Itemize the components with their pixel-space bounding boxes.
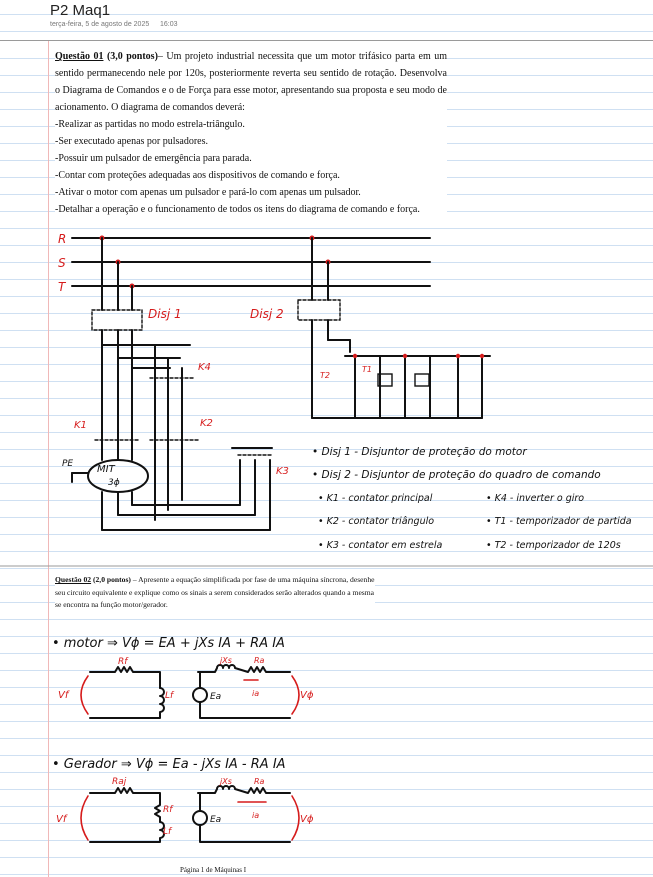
generator-equation: • Gerador ⇒ Vϕ = Ea - jXs IA - RA IA	[52, 757, 286, 772]
question1-item: -Ativar o motor com apenas um pulsador e…	[55, 187, 361, 198]
generator-circuit	[80, 785, 300, 843]
command-circuit	[297, 237, 491, 419]
legend: • Disj 1 - Disjuntor de proteção do moto…	[312, 446, 632, 551]
legend-item: • K2 - contator triângulo	[318, 516, 434, 527]
power-circuit	[71, 237, 273, 531]
question1-item: -Detalhar a operação e o funcionamento d…	[55, 204, 420, 215]
legend-item: • T2 - temporizador de 120s	[486, 540, 621, 551]
legend-item: • Disj 1 - Disjuntor de proteção do moto…	[312, 446, 527, 458]
k3-label: K3	[276, 466, 289, 477]
question2-label: Questão 02	[55, 575, 92, 584]
generator-vf-label: Vf	[56, 814, 68, 825]
timer-t1-label: T1	[362, 365, 372, 374]
motor-lf-label: Lf	[165, 691, 175, 701]
disj1-label: Disj 1	[148, 307, 182, 321]
page-title[interactable]: P2 Maq1	[50, 2, 111, 19]
question1-item: -Ser executado apenas por pulsadores.	[55, 136, 208, 147]
page-footer: Página 1 de Máquinas I	[180, 866, 247, 874]
generator-ra-label: Ra	[254, 777, 265, 786]
question2-text: – Apresente a equação simplificada por f…	[55, 575, 375, 609]
question1-item: -Contar com proteções adequadas aos disp…	[55, 170, 340, 181]
generator-ia-label: ia	[252, 811, 259, 820]
generator-jxs-label: jXs	[219, 777, 232, 786]
legend-item: • K3 - contator em estrela	[318, 540, 442, 551]
question1-points: (3,0 pontos)	[106, 51, 158, 62]
page-date: terça-feira, 5 de agosto de 2025	[50, 21, 150, 28]
phase-s-label: S	[58, 256, 66, 270]
generator-vphi-label: Vϕ	[300, 814, 314, 825]
legend-item: • K1 - contator principal	[318, 493, 433, 504]
question1-item: -Realizar as partidas no modo estrela-tr…	[55, 119, 245, 130]
question1-intro: Questão 01 (3,0 pontos)– Um projeto indu…	[55, 48, 447, 116]
disj2-label: Disj 2	[250, 307, 284, 321]
motor-label: MIT	[97, 464, 116, 475]
question1-text: – Um projeto industrial necessita que um…	[55, 51, 448, 113]
question1-block: Questão 01 (3,0 pontos)– Um projeto indu…	[55, 48, 447, 218]
motor-vf-label: Vf	[58, 690, 70, 701]
motor-vphi-label: Vϕ	[300, 690, 314, 701]
motor-equation: • motor ⇒ Vϕ = EA + jXs IA + RA IA	[52, 636, 285, 651]
generator-lf-label: Lf	[163, 827, 173, 837]
phase-r-label: R	[58, 232, 66, 246]
phase-t-label: T	[58, 280, 67, 294]
motor-jxs-label: jXs	[219, 656, 232, 665]
question2-block: Questão 02 (2,0 pontos) – Apresente a eq…	[55, 574, 375, 612]
question1-item: -Possuir um pulsador de emergência para …	[55, 153, 252, 164]
k1-label: K1	[74, 420, 87, 431]
phase-lines	[71, 235, 431, 289]
question1-label: Questão 01	[55, 51, 104, 62]
motor-ia-label: ia	[252, 689, 259, 698]
question2-points: (2,0 pontos)	[92, 575, 131, 584]
generator-rf-label: Rf	[163, 805, 174, 815]
generator-raj-label: Raj	[112, 777, 127, 787]
margin-line	[48, 40, 49, 877]
timer-t2-label: T2	[320, 371, 330, 380]
motor-rf-label: Rf	[118, 657, 129, 667]
motor-circuit	[80, 664, 300, 719]
legend-item: • T1 - temporizador de partida	[486, 516, 632, 527]
ground-label: PE	[62, 459, 73, 469]
title-divider	[0, 40, 653, 41]
generator-ea-label: Ea	[210, 815, 221, 825]
motor-sub-label: 3ϕ	[108, 478, 120, 488]
legend-item: • K4 - inverter o giro	[486, 493, 584, 504]
motor-ra-label: Ra	[254, 656, 265, 665]
k2-label: K2	[200, 418, 213, 429]
motor-ea-label: Ea	[210, 692, 221, 702]
legend-item: • Disj 2 - Disjuntor de proteção do quad…	[312, 469, 601, 481]
k4-label: K4	[198, 362, 211, 373]
page-time: 16:03	[160, 21, 178, 28]
